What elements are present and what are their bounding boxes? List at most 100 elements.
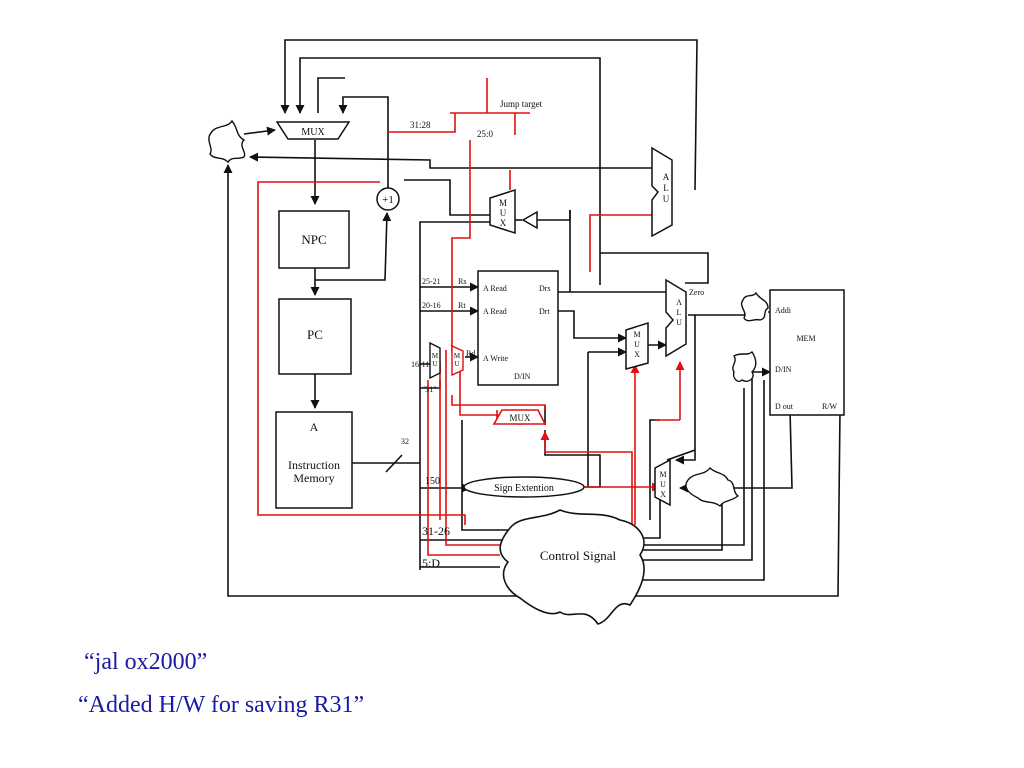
- mux-war-u: U: [454, 360, 459, 368]
- regfile-drs: Drs: [539, 284, 551, 293]
- wire-plus1-to-mux: [338, 96, 389, 188]
- wire-triangle-to-alu: [537, 210, 571, 221]
- plus-one-adder: +1: [376, 187, 400, 211]
- alu-main-u: U: [676, 318, 682, 327]
- regfile-a-read-1: A Read: [483, 284, 507, 293]
- alu-top-u: U: [663, 194, 670, 204]
- mux-upper-middle: M U X: [489, 188, 516, 235]
- caption-description: “Added H/W for saving R31”: [78, 692, 365, 718]
- instruction-memory: A Instruction Memory: [275, 411, 353, 509]
- mux-wb-x: X: [660, 490, 666, 499]
- wire-mux-to-mux: [404, 179, 490, 216]
- label-5-0: 5:D: [422, 556, 440, 570]
- alu-main: A L U Zero: [665, 278, 704, 358]
- mux-war-m: M: [454, 352, 461, 360]
- wire-npc-to-plus1: [315, 212, 392, 281]
- cloud-writeback: [685, 466, 740, 508]
- alu-zero-label: Zero: [689, 288, 704, 297]
- plus-one-label: +1: [382, 194, 394, 206]
- red-wire-wbmux: [451, 395, 546, 410]
- alu-main-a: A: [676, 298, 682, 307]
- wire-alu-zero: [600, 252, 709, 284]
- label-rt: Rt: [458, 301, 466, 310]
- register-file: A Read A Read A Write Drs Drt D/IN: [477, 270, 559, 386]
- wire-labels: Jump target 31:28 25:0 25-21 Rs 20-16 Rt…: [401, 99, 543, 570]
- sign-extension-label: Sign Extention: [494, 483, 554, 494]
- red-wire-mux-regwrite: [445, 350, 505, 546]
- arrow-cloud-to-mux: [243, 126, 276, 136]
- mux-wab-u: U: [432, 360, 437, 368]
- alu-top-a: A: [663, 172, 670, 182]
- label-31-26: 31-26: [422, 524, 450, 538]
- label-31: "31": [422, 385, 437, 394]
- mux-writeback: M U X: [654, 458, 671, 507]
- mem-addi: Addi: [775, 306, 792, 315]
- pc-label: PC: [307, 327, 323, 342]
- mux-ai-u: U: [634, 340, 640, 349]
- label-20-16: 20-16: [422, 301, 441, 310]
- label-25-0: 25:0: [477, 129, 494, 139]
- label-25-21: 25-21: [422, 277, 441, 286]
- mux-ai-m: M: [633, 330, 640, 339]
- mux-alu-input: M U X: [625, 321, 649, 370]
- label-15-0: 150: [425, 476, 440, 487]
- wire-din-loop: [640, 372, 753, 561]
- mux-wb-u: U: [660, 480, 666, 489]
- regfile-a-write: A Write: [483, 354, 509, 363]
- red-wire-31-to-mux: [427, 380, 500, 556]
- wire-loop-2: [295, 57, 601, 285]
- pc-register: PC: [278, 298, 352, 375]
- sign-extension: Sign Extention: [463, 476, 585, 498]
- mux-write-address-black: M U: [429, 341, 441, 380]
- wire-imm-to-alu-mux: [585, 352, 589, 488]
- label-16-11: 16-11: [411, 360, 429, 369]
- red-wires: [257, 78, 685, 556]
- mux-ai-x: X: [634, 350, 640, 359]
- buffer-triangle: [521, 210, 538, 230]
- red-wire-npc-loop: [257, 181, 466, 525]
- wire-bus-slash: [385, 454, 403, 473]
- mem-din: D/IN: [775, 365, 792, 374]
- mux-um-m: M: [499, 198, 507, 208]
- mux-um-x: X: [500, 218, 507, 228]
- red-wire-alu-to-alu: [589, 214, 652, 272]
- wire-loop-3: [317, 77, 345, 113]
- npc-label: NPC: [301, 232, 326, 247]
- wire-drt-to-mux: [558, 310, 627, 343]
- pc-cloud: [208, 119, 246, 164]
- wire-reg-to-muxtop: [419, 221, 490, 238]
- control-signal-label: Control Signal: [540, 548, 617, 563]
- label-rs: Rs: [458, 277, 466, 286]
- cloud-mem-din: [732, 350, 757, 382]
- red-wire-25-0-down: [451, 140, 471, 353]
- label-31-28: 31:28: [410, 120, 431, 130]
- wire-alu-result-loop: [675, 450, 696, 465]
- red-wire-31-28: [388, 113, 456, 133]
- cloud-mem-addr: [740, 291, 769, 322]
- mux-wab-m: M: [432, 352, 439, 360]
- regfile-a-read-2: A Read: [483, 307, 507, 316]
- imem-a-label: A: [310, 420, 319, 434]
- mem-dout: D out: [775, 402, 794, 411]
- regfile-drt: Drt: [539, 307, 550, 316]
- mux-um-u: U: [500, 208, 507, 218]
- wire-control-b: [640, 388, 745, 546]
- alu-top-l: L: [663, 183, 669, 193]
- alu-top: A L U: [651, 146, 673, 238]
- mem-rw: R/W: [822, 402, 838, 411]
- caption-instruction: “jal ox2000”: [84, 649, 208, 675]
- mux-bottom: MUX: [492, 409, 547, 425]
- imem-label-line2: Memory: [293, 471, 334, 485]
- wire-alu-to-mux-top: [280, 39, 698, 191]
- wire-control-a: [626, 380, 765, 581]
- control-signal: Control Signal: [499, 509, 645, 625]
- wire-control-c: [640, 492, 723, 551]
- data-memory: MEM Addi D/IN D out R/W: [769, 289, 845, 416]
- alu-main-l: L: [677, 308, 682, 317]
- mux-top: MUX: [275, 121, 351, 140]
- imem-label-line1: Instruction: [288, 458, 340, 472]
- mem-title: MEM: [796, 334, 815, 343]
- mux-write-address-red: M U: [451, 344, 464, 377]
- wire-regfile-lower: [461, 420, 510, 531]
- label-rd: Rd: [466, 349, 475, 358]
